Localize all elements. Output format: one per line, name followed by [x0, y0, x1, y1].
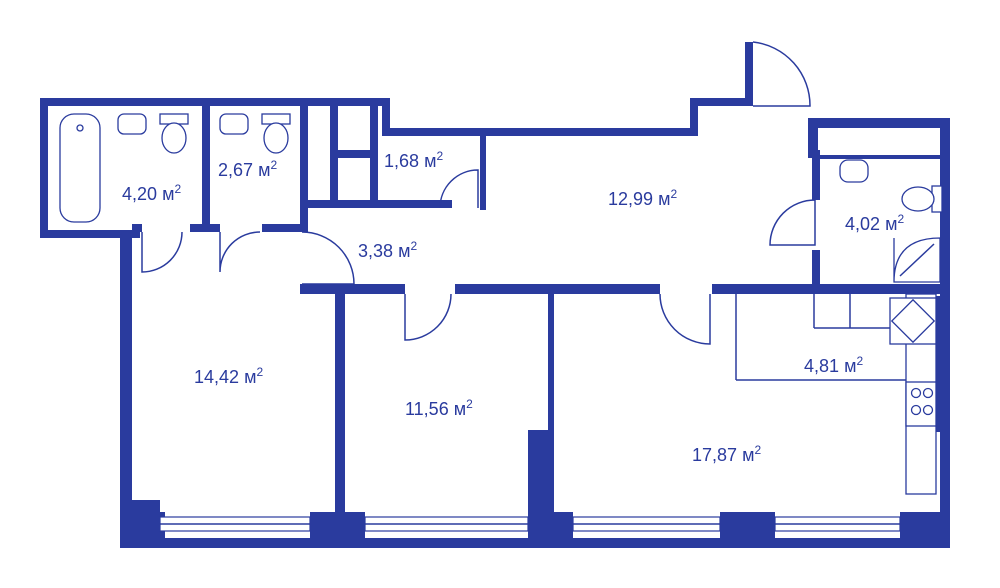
room-area-corridor: 3,38 м2 [358, 239, 417, 261]
outer-walls [40, 42, 950, 548]
interior-walls [132, 106, 942, 514]
shower-icon [893, 237, 941, 283]
room-labels: 4,20 м2 2,67 м2 1,68 м2 12,99 м2 4,02 м2… [122, 149, 904, 465]
window-icon [159, 516, 901, 532]
sink-icon [889, 297, 937, 345]
room-area-toilet: 2,67 м2 [218, 158, 277, 180]
room-area-bedroom-1: 14,42 м2 [194, 365, 263, 387]
room-area-bedroom-2: 11,56 м2 [405, 397, 473, 419]
bathtub-icon [59, 113, 101, 223]
stove-icon [905, 381, 937, 427]
room-area-storage: 1,68 м2 [384, 149, 443, 171]
room-area-bathroom-2: 4,02 м2 [845, 212, 904, 234]
door-swing-icon [141, 41, 816, 345]
toilet-icon [117, 113, 943, 213]
room-area-kitchen: 4,81 м2 [804, 354, 863, 376]
room-area-living-room: 17,87 м2 [692, 443, 761, 465]
room-area-hall: 12,99 м2 [608, 187, 677, 209]
room-area-bathroom: 4,20 м2 [122, 182, 181, 204]
